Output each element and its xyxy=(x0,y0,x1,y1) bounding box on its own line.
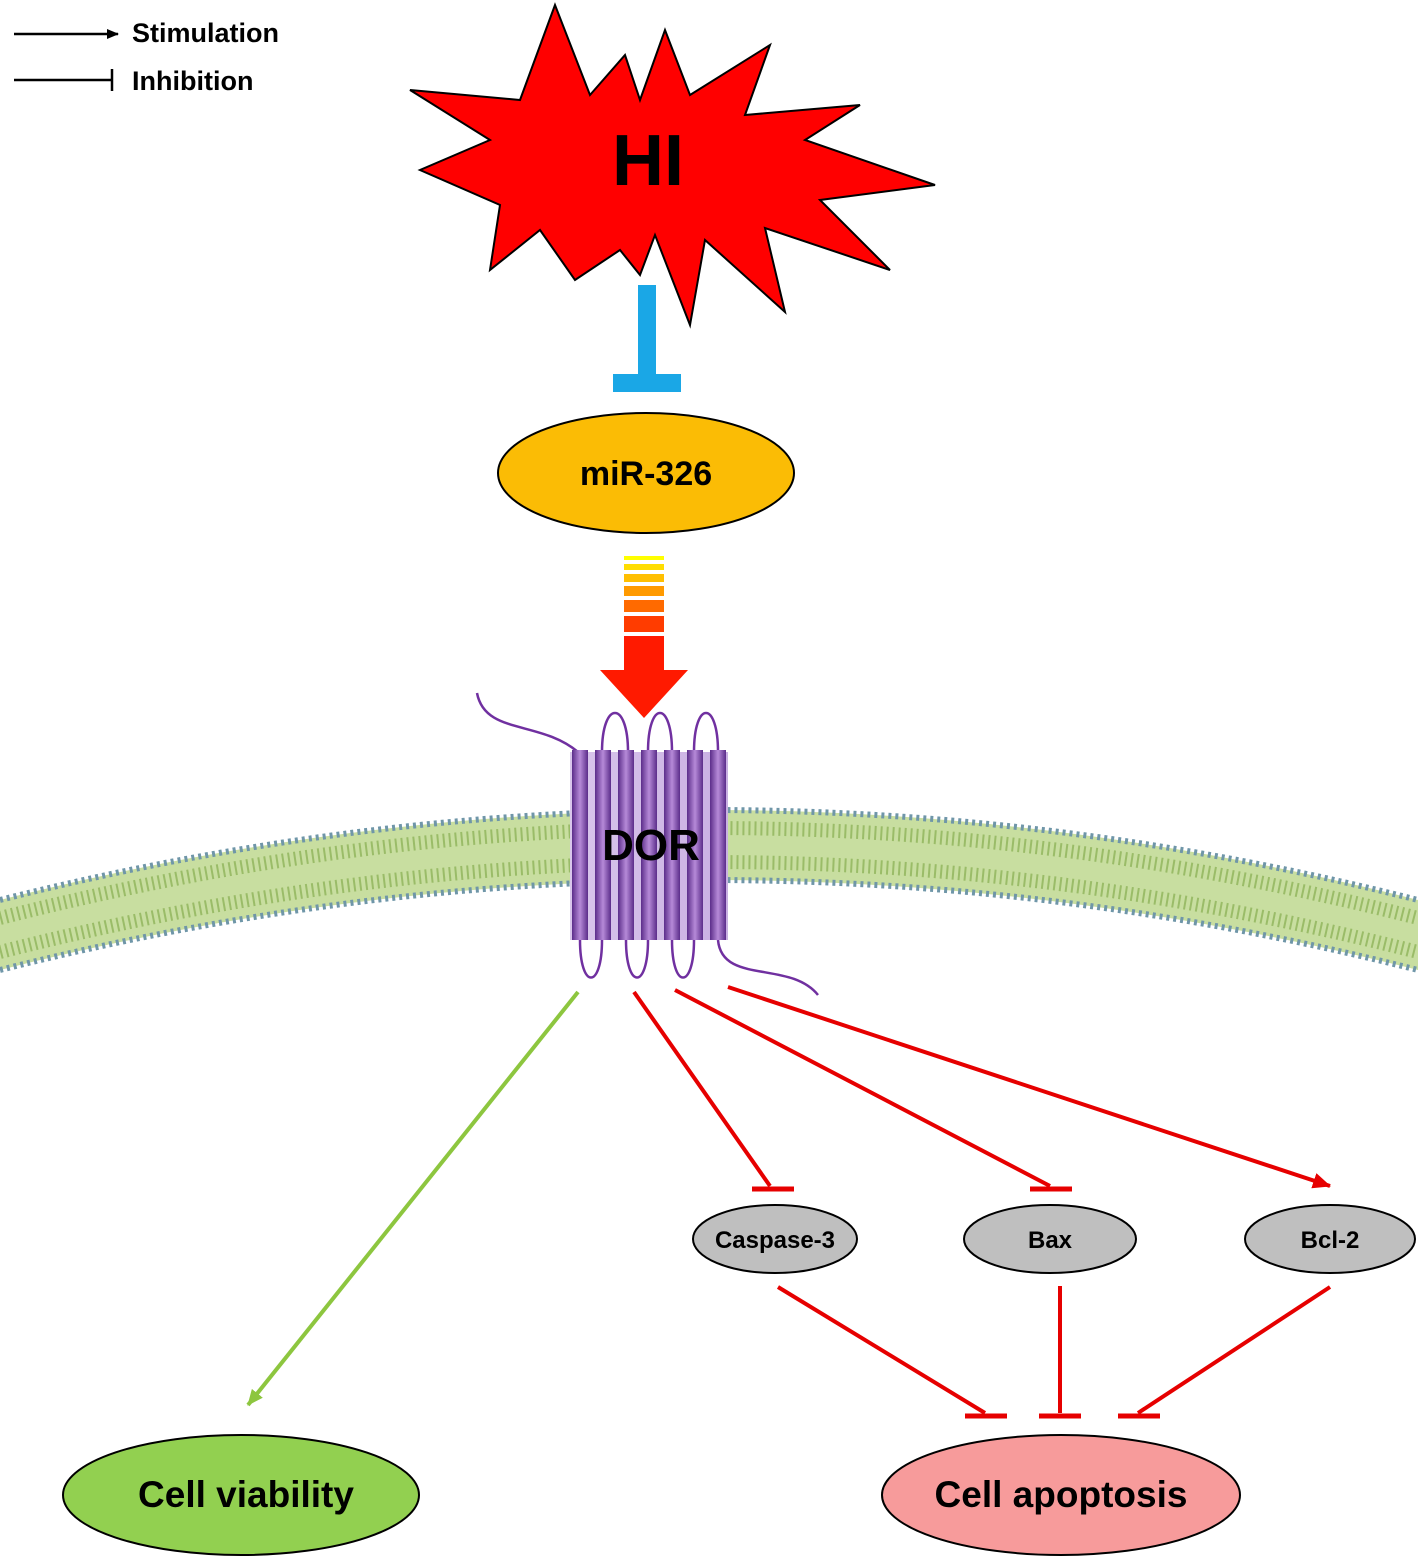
dor-caspase3-line xyxy=(632,990,772,1188)
membrane-tails-lower xyxy=(0,855,1418,959)
stripe-6 xyxy=(624,616,664,632)
c-terminal-tail xyxy=(716,939,819,996)
mirna-ellipse xyxy=(497,412,795,534)
caspase3-ellipse xyxy=(692,1204,858,1274)
dor-label: DOR xyxy=(602,821,700,870)
bcl2-node: Bcl-2 xyxy=(1244,1204,1416,1274)
dor-receptor: DOR xyxy=(475,692,819,996)
bcl2-ellipse xyxy=(1244,1204,1416,1274)
caspase3-apoptosis-line xyxy=(776,1285,987,1415)
mirna-dor-stimulation xyxy=(600,556,688,718)
bcl2-label: Bcl-2 xyxy=(1301,1227,1360,1254)
dor-viability-arrow xyxy=(246,990,580,1407)
dor-bax-line xyxy=(674,988,1051,1188)
apoptosis-node: Cell apoptosis xyxy=(881,1434,1241,1556)
dor-bax-inhibition xyxy=(674,988,1072,1192)
n-terminal-tail xyxy=(475,692,579,753)
hi-burst-shape xyxy=(409,2,936,329)
viability-node: Cell viability xyxy=(62,1434,420,1556)
tm-helix-6 xyxy=(687,750,703,940)
tm-helix-4 xyxy=(641,750,657,940)
intracellular-loops xyxy=(578,939,696,979)
apoptosis-label: Cell apoptosis xyxy=(935,1474,1188,1515)
bcl2-apoptosis-line xyxy=(1136,1285,1332,1415)
tm-helix-1 xyxy=(572,750,588,940)
caspase3-node: Caspase-3 xyxy=(692,1204,858,1274)
viability-ellipse xyxy=(62,1434,420,1556)
caspase3-label: Caspase-3 xyxy=(715,1227,835,1254)
tm-helix-5 xyxy=(664,750,680,940)
tm-helix-2 xyxy=(595,750,611,940)
bax-node: Bax xyxy=(963,1204,1137,1274)
hi-burst: HI xyxy=(409,2,936,329)
extracellular-loops xyxy=(600,711,720,753)
tm-helix-7 xyxy=(710,750,726,940)
hi-mirna-inhibition xyxy=(613,285,681,392)
hi-label: HI xyxy=(612,121,684,201)
apoptosis-ellipse xyxy=(881,1434,1241,1556)
stripe-2 xyxy=(624,564,664,570)
stripe-3 xyxy=(624,574,664,582)
caspase3-apoptosis-inhibition xyxy=(776,1285,1007,1419)
legend-inhibition-label: Inhibition xyxy=(132,66,253,96)
viability-label: Cell viability xyxy=(138,1474,354,1515)
dor-bcl2-arrow xyxy=(727,985,1331,1189)
bcl2-apoptosis-inhibition xyxy=(1118,1285,1332,1419)
tm-helix-3 xyxy=(618,750,634,940)
membrane-tails-upper xyxy=(0,821,1418,925)
bax-ellipse xyxy=(963,1204,1137,1274)
legend: Stimulation Inhibition xyxy=(14,18,279,96)
stripe-4 xyxy=(624,586,664,596)
red-arrowhead xyxy=(600,636,688,718)
mirna-label: miR-326 xyxy=(580,455,712,493)
stripe-1 xyxy=(624,556,664,560)
bax-label: Bax xyxy=(1028,1227,1073,1254)
mirna-node: miR-326 xyxy=(497,412,795,534)
legend-stimulation-label: Stimulation xyxy=(132,18,279,48)
dor-caspase3-inhibition xyxy=(632,990,794,1192)
bax-apoptosis-inhibition xyxy=(1039,1286,1081,1419)
stripe-5 xyxy=(624,600,664,612)
